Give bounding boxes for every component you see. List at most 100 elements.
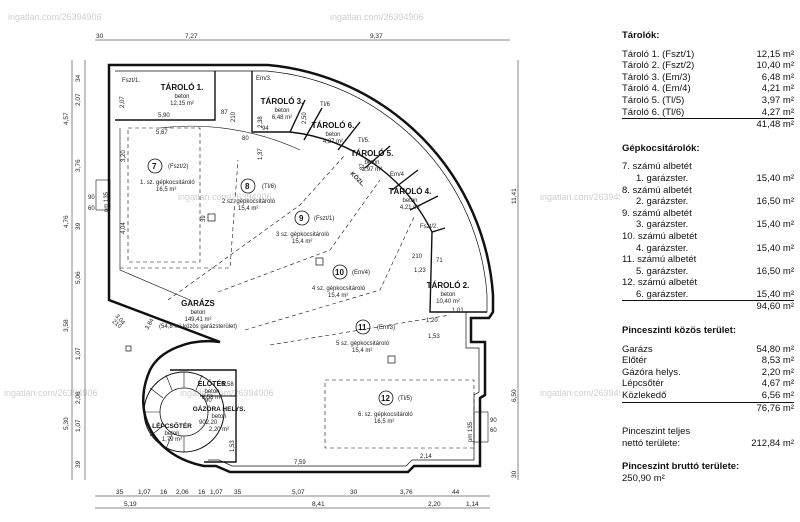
row-key: Közlekedő <box>622 390 667 402</box>
dim: 44 <box>452 489 460 496</box>
garage-title: Gépkocsitárolók: <box>622 142 700 154</box>
dim: 3,58 <box>63 319 70 332</box>
dim: 71 <box>436 258 443 264</box>
garage-unit: 11. számú albetét <box>622 254 697 266</box>
room-name: TÁROLÓ 5. <box>351 149 394 158</box>
room-gas-meter: GÁZÓRA HELYS. beton 2,20 m² <box>193 404 246 433</box>
space-name: 3 sz. gépkocsitároló <box>276 232 330 238</box>
room-mat: beton <box>174 94 189 100</box>
dim: 5,30 <box>63 417 70 430</box>
room-name: TÁROLÓ 4. <box>389 187 432 196</box>
dim: 4,04 <box>121 222 127 234</box>
dim: 90 <box>88 195 95 201</box>
row-key: 1. garázster. <box>636 172 689 184</box>
space-number-badge <box>240 178 256 194</box>
dim: 16 <box>160 489 168 496</box>
dim: 1,07 <box>75 347 82 360</box>
common-row: Gázóra helys.2,20 m² <box>622 367 794 379</box>
dim: 210 <box>111 319 123 330</box>
dim: 34 <box>75 74 82 82</box>
space-name: 5 sz. gépkocsitároló <box>336 341 390 347</box>
room-mat: beton <box>211 414 226 420</box>
dim: 1,07 <box>210 489 223 496</box>
dim: 60 <box>490 428 497 434</box>
net-label-1: Pinceszint teljes <box>622 426 691 438</box>
space-ref: (Tl/5) <box>398 396 412 402</box>
dim: 1,20 <box>426 318 438 324</box>
room-area: 4,21 m² <box>400 205 420 211</box>
dim: 1,01 <box>452 308 464 314</box>
row-key: 3. garázster. <box>636 219 689 231</box>
dim: 3,76 <box>75 159 82 172</box>
window-right <box>473 411 489 443</box>
space-number-badge <box>294 210 310 226</box>
dim: 5,67 <box>156 130 168 136</box>
room-name: GÁZÓRA HELYS. <box>193 404 246 413</box>
space-ref: (Fszt/1) <box>314 216 334 222</box>
room-area: 6,48 m² <box>272 115 292 121</box>
net-row: nettó területe:212,84 m² <box>622 438 794 450</box>
dim: 1,07 <box>138 489 151 496</box>
dim: 2,06 <box>176 489 189 496</box>
row-key: Tároló 6. (Tl/6) <box>622 106 685 118</box>
space-ref: (Em/4) <box>352 270 370 276</box>
space-number-badge <box>378 390 394 406</box>
watermarks: ingatlan.com/26394906 ingatlan.com/26394… <box>4 12 620 398</box>
dim: 1,53 <box>230 440 236 452</box>
row-value: 10,40 m² <box>756 60 795 72</box>
room-garage: GARÁZS beton 149,41 m² (54,8 m² közös ga… <box>159 299 237 330</box>
dim: 2,07 <box>120 96 126 108</box>
dim: 90 <box>205 398 212 404</box>
space-ref: (Tl/6) <box>262 184 276 190</box>
dim: 1,23 <box>414 268 426 274</box>
dim: 5,07 <box>292 489 305 496</box>
column <box>387 355 396 364</box>
storage2-wall <box>429 231 487 313</box>
space-number: 10 <box>335 268 344 277</box>
garage-row: 3. garázster. 15,40 m² <box>622 219 794 231</box>
space-number: 11 <box>358 323 367 332</box>
row-key: Tároló 2. (Fszt/2) <box>622 60 695 72</box>
label-fszt2: Fszt/2. <box>420 224 438 230</box>
common-total: 76,76 m² <box>756 402 795 414</box>
column <box>315 257 324 266</box>
storage-row: Tároló 2. (Fszt/2) 10,40 m² <box>622 60 794 72</box>
space-area: 15,4 m² <box>238 206 258 212</box>
dim: 5,19 <box>124 501 137 508</box>
dim: 4,76 <box>63 215 70 228</box>
ring-wall <box>289 99 446 233</box>
top-dimensions: 30 7,27 9,37 <box>96 33 383 40</box>
garage-unit: 9. számú albetét <box>622 207 692 219</box>
row-value: 15,40 m² <box>756 219 795 231</box>
space-ref: (Em/3) <box>377 325 395 331</box>
watermark: ingatlan.com/26394906 <box>330 12 424 22</box>
space-number: 8 <box>245 182 250 191</box>
dim: 60 <box>88 206 95 212</box>
window-left <box>95 179 111 211</box>
watermark: ingatlan.com/26394906 <box>540 388 620 398</box>
parking-space-8: 8 (Tl/6) 2 sz. gépkocsitároló 15,4 m² <box>222 178 276 212</box>
dim: 210 <box>412 254 423 260</box>
garage-unit: 7. számú albetét <box>622 161 692 173</box>
walls <box>71 39 519 509</box>
row-value: 2,20 m² <box>761 366 794 378</box>
row-value: 15,40 m² <box>756 242 795 254</box>
row-value: 15,40 m² <box>756 288 795 300</box>
parking-boundary <box>119 125 301 301</box>
watermark: ingatlan.com/26394906 <box>180 388 274 398</box>
dim: 7,27 <box>185 33 198 40</box>
dim: 39 <box>201 215 207 222</box>
dim: 5,06 <box>75 271 82 284</box>
dim: 8,41 <box>312 501 325 508</box>
garage-row: 5. garázster.16,50 m² <box>622 266 794 278</box>
room-note: (54,8 m² közös garázsterület) <box>159 324 237 330</box>
room-mat: beton <box>164 431 179 437</box>
room-name: ELŐTÉR <box>198 379 226 388</box>
row-value: 4,27 m² <box>761 106 794 118</box>
room-area: 12,15 m² <box>170 101 194 107</box>
left-dimensions: 34 2,07 4,57 3,76 39 4,76 5,06 3,58 1,07… <box>63 74 82 468</box>
watermark: ingatlan.com/26394906 <box>8 12 102 22</box>
gross-title: Pinceszint bruttó területe: <box>622 461 740 473</box>
